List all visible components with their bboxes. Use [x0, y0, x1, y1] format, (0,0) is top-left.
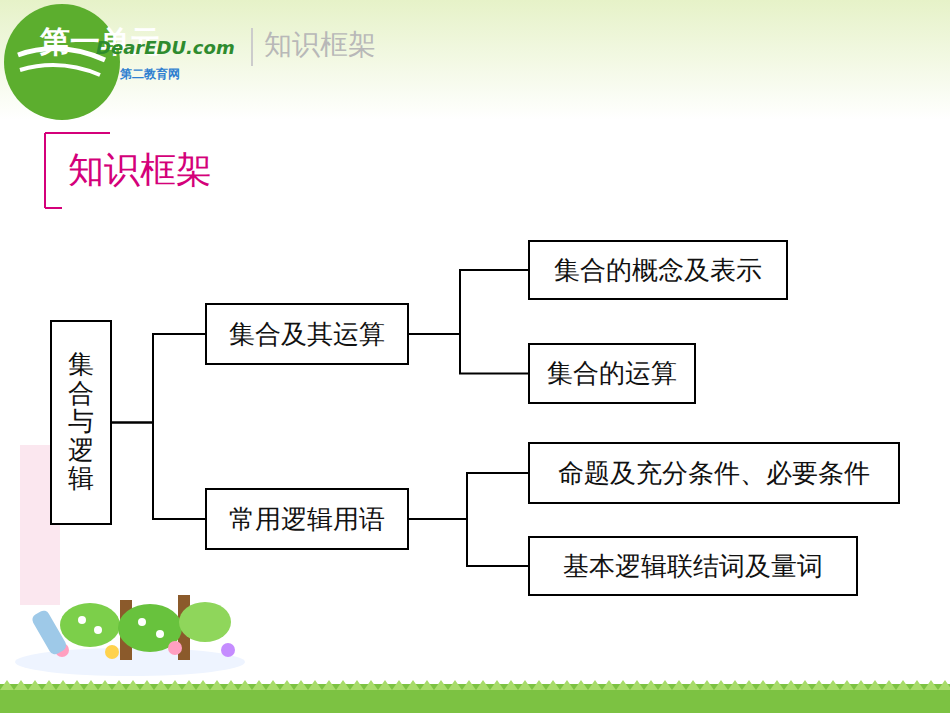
cartoon-illustration [15, 595, 245, 676]
concept-box: 集合的运算 [528, 343, 696, 404]
header-divider [251, 28, 253, 66]
site-watermark: DearEDU.com [96, 37, 235, 58]
concept-box: 集合及其运算 [205, 303, 409, 365]
box-text: 常用逻辑用语 [229, 502, 385, 537]
box-text: 集合的运算 [547, 356, 677, 391]
concept-box: 集合的概念及表示 [528, 240, 788, 300]
tree-connector [112, 423, 205, 520]
concept-box: 常用逻辑用语 [205, 488, 409, 550]
header-label: 知识框架 [264, 26, 376, 64]
logo-circle [4, 4, 120, 120]
concept-box: 集合与逻辑 [50, 320, 112, 525]
box-text: 命题及充分条件、必要条件 [558, 456, 870, 491]
header-band [0, 0, 950, 120]
tree-connector [409, 270, 528, 334]
logo-swoosh [20, 65, 100, 75]
site-name: 第二教育网 [120, 66, 180, 83]
box-text: 集合及其运算 [229, 317, 385, 352]
box-text: 集合的概念及表示 [554, 253, 762, 288]
box-text: 集合与逻辑 [68, 351, 94, 494]
concept-box: 基本逻辑联结词及量词 [528, 536, 858, 596]
grass-blades [0, 680, 950, 690]
concept-box: 命题及充分条件、必要条件 [528, 442, 900, 504]
tree-connector [409, 334, 528, 374]
tree-connector [112, 334, 205, 423]
box-text: 基本逻辑联结词及量词 [563, 549, 823, 584]
tree-connector [409, 519, 528, 566]
tree-connector [409, 473, 528, 519]
slide-title: 知识框架 [68, 146, 212, 195]
